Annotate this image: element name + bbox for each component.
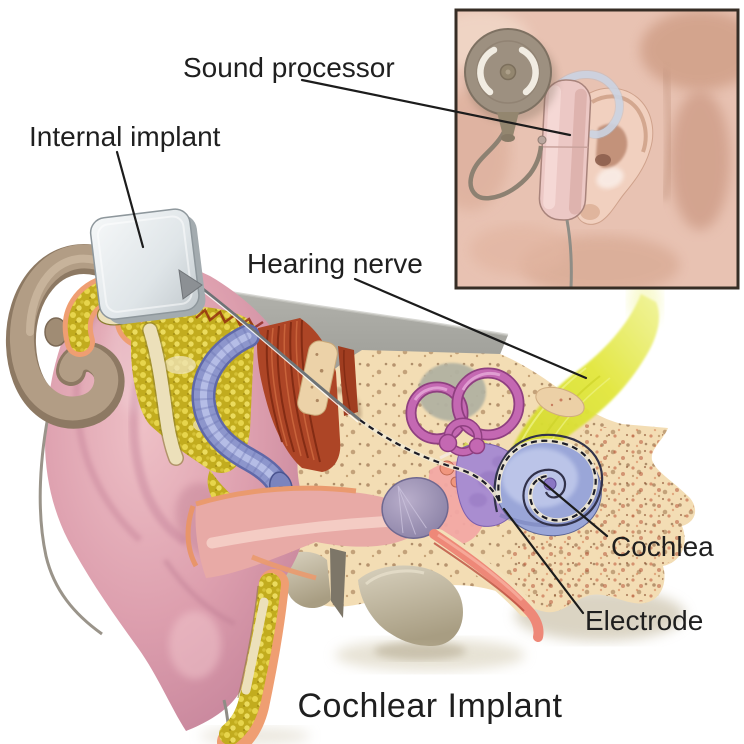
inset-border bbox=[454, 8, 740, 290]
inset-transmitter-coil bbox=[464, 28, 557, 142]
label-cochlea: Cochlea bbox=[611, 531, 714, 562]
leader-internal-implant bbox=[115, 150, 145, 249]
ear-canal bbox=[185, 485, 412, 581]
muscle bbox=[256, 318, 358, 472]
transmitter-coil-illustration bbox=[5, 244, 125, 429]
label-electrode: Electrode bbox=[585, 605, 703, 636]
label-internal-implant: Internal implant bbox=[29, 121, 221, 152]
internal-implant-illustration bbox=[89, 208, 206, 325]
leader-cochlea bbox=[537, 477, 609, 538]
coil-cable bbox=[38, 405, 103, 636]
leader-hearing-nerve bbox=[353, 277, 588, 380]
leader-sound-processor bbox=[300, 78, 572, 137]
jaw-condyle bbox=[283, 548, 466, 660]
inset-coil-cable bbox=[468, 126, 544, 201]
figure-title: Cochlear Implant bbox=[297, 687, 562, 725]
eardrum bbox=[381, 477, 449, 539]
leader-lines bbox=[115, 78, 609, 615]
electrode-wire bbox=[194, 281, 598, 523]
inset-panel bbox=[454, 8, 740, 290]
inset-processor-wire bbox=[565, 219, 573, 288]
sound-processor-illustration bbox=[538, 79, 592, 221]
label-hearing-nerve: Hearing nerve bbox=[247, 248, 423, 279]
leader-electrode bbox=[502, 507, 585, 615]
label-sound-processor: Sound processor bbox=[183, 52, 395, 83]
labels: Sound processor Internal implant Hearing… bbox=[29, 52, 714, 725]
inset-ear bbox=[575, 87, 654, 225]
bone-jut-speckled bbox=[507, 424, 695, 611]
